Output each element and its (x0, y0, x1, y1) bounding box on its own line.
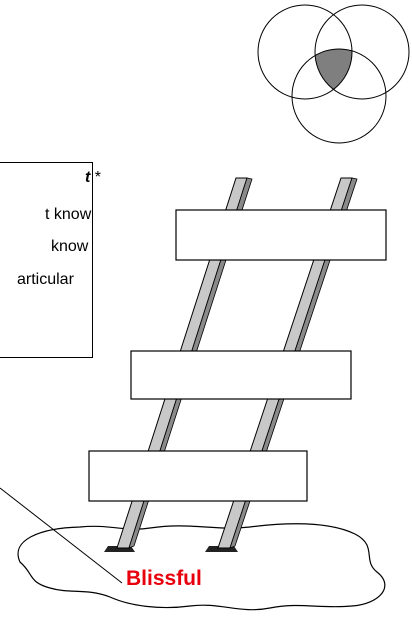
text-box-line-3: know (51, 238, 88, 256)
text-box-line-2: t know (45, 206, 91, 224)
venn-diagram (258, 5, 409, 143)
text-box-line-4: articular (17, 271, 74, 289)
ladder-rung-top (176, 210, 386, 260)
blissful-label: Blissful (126, 567, 202, 591)
text-box-line-1: t * (85, 169, 101, 187)
ladder-rung-bottom (89, 451, 307, 501)
ladder-rung-middle (131, 351, 351, 399)
text-box-line-1-suffix: * (90, 169, 101, 186)
truncated-text-box: t * t know know articular (0, 162, 93, 358)
